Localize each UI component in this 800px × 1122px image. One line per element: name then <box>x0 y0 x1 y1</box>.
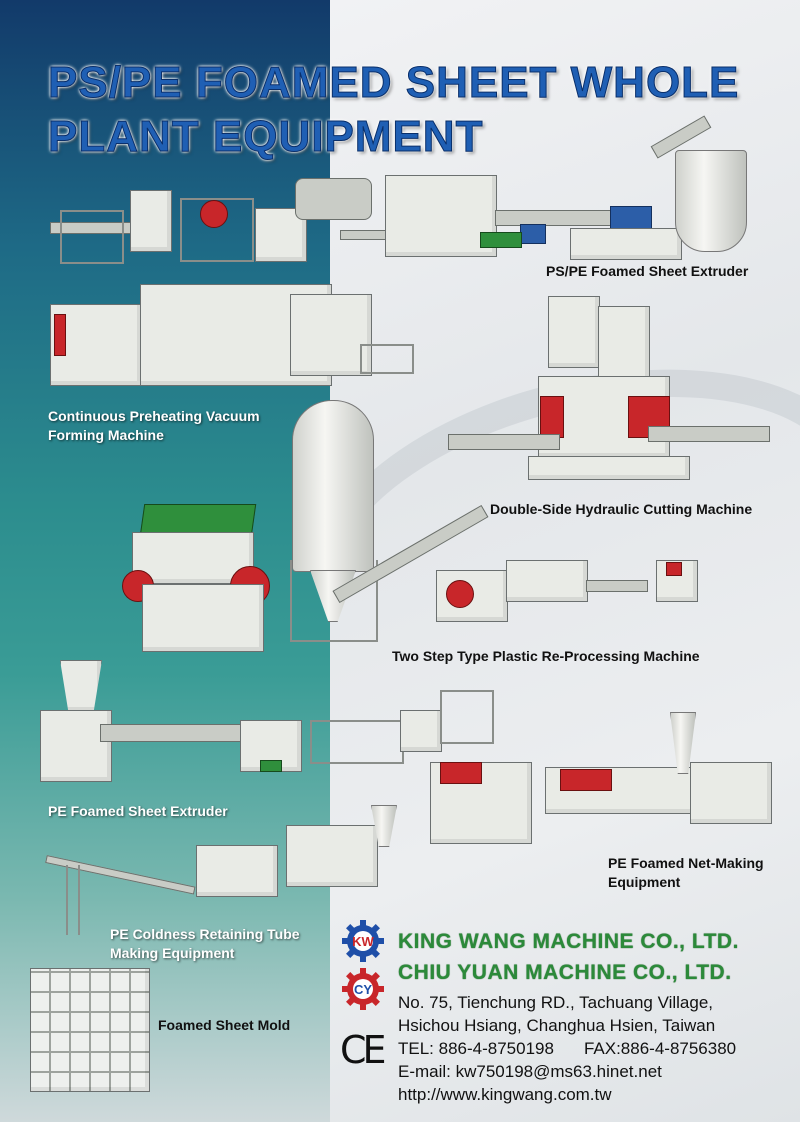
pe-extruder-caption: PE Foamed Sheet Extruder <box>48 803 228 819</box>
page-title-line1: PS/PE FOAMED SHEET WHOLE <box>47 58 740 108</box>
fax: FAX:886-4-8756380 <box>583 1039 737 1058</box>
re-processing-caption: Two Step Type Plastic Re-Processing Mach… <box>392 648 700 664</box>
email-link[interactable]: E-mail: kw750198@ms63.hinet.net <box>398 1062 662 1081</box>
telephone: TEL: 886-4-8750198 <box>398 1039 554 1058</box>
address-line1: No. 75, Tienchung RD., Tachuang Village, <box>398 993 714 1012</box>
tube-making-caption-line1: PE Coldness Retaining Tube <box>110 926 300 942</box>
hydraulic-cutting-caption: Double-Side Hydraulic Cutting Machine <box>490 501 753 517</box>
plastic-crusher-image <box>112 504 277 664</box>
net-making-equipment-image <box>430 712 775 844</box>
mold-caption: Foamed Sheet Mold <box>158 1017 291 1033</box>
phone-fax-line: TEL: 886-4-8750198 FAX:886-4-8756380 <box>398 1038 736 1059</box>
ce-mark-icon: CE <box>340 1028 387 1072</box>
vacuum-forming-caption-line2: Forming Machine <box>48 427 164 443</box>
tube-making-caption-line2: Making Equipment <box>110 945 235 961</box>
company-name-chiu-yuan: CHIU YUAN MACHINE CO., LTD. <box>398 961 732 984</box>
vacuum-forming-machine-image <box>50 284 414 394</box>
kw-logo-text: KW <box>352 934 374 949</box>
ps-pe-extruder-image <box>50 115 770 270</box>
foamed-sheet-mold-image <box>30 968 150 1093</box>
company-name-king-wang: KING WANG MACHINE CO., LTD. <box>398 930 739 953</box>
ps-pe-extruder-caption: PS/PE Foamed Sheet Extruder <box>546 263 749 279</box>
website-link[interactable]: http://www.kingwang.com.tw <box>398 1085 612 1104</box>
address-line2: Hsichou Hsiang, Changhua Hsien, Taiwan <box>398 1016 716 1035</box>
kw-gear-logo-icon: KW <box>340 918 386 964</box>
net-making-caption-line1: PE Foamed Net-Making <box>608 855 764 871</box>
tube-making-equipment-image <box>45 805 421 940</box>
pe-extruder-image <box>40 660 495 790</box>
net-making-caption-line2: Equipment <box>608 874 681 890</box>
cy-logo-text: CY <box>354 982 372 997</box>
vacuum-forming-caption-line1: Continuous Preheating Vacuum <box>48 408 260 424</box>
re-processing-machine-image <box>332 504 716 635</box>
cy-gear-logo-icon: CY <box>340 966 386 1012</box>
page-title-line2: PLANT EQUIPMENT <box>47 112 484 162</box>
hydraulic-cutting-machine-image <box>448 296 770 486</box>
